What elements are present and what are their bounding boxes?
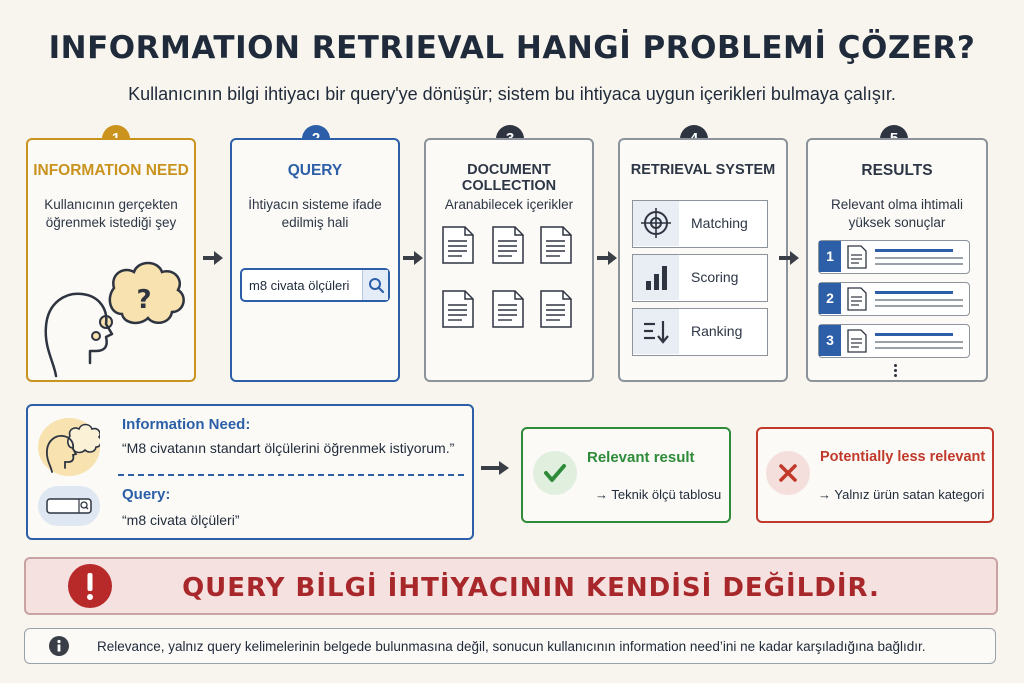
arrow-icon bbox=[779, 251, 799, 265]
warning-text: QUERY BİLGİ İHTİYACININ KENDİSİ DEĞİLDİR… bbox=[182, 573, 880, 603]
document-icon bbox=[847, 245, 867, 269]
step-retrieval-system: RETRIEVAL SYSTEM Matching Scoring Rankin… bbox=[618, 138, 788, 382]
page-subtitle: Kullanıcının bilgi ihtiyacı bir query'ye… bbox=[128, 84, 896, 104]
alert-icon bbox=[68, 564, 112, 608]
sort-icon bbox=[644, 321, 669, 344]
document-icon bbox=[492, 226, 524, 264]
result-item[interactable]: 3 bbox=[818, 324, 970, 358]
check-icon bbox=[533, 451, 577, 495]
result-rank: 1 bbox=[819, 241, 841, 272]
module-ranking: Ranking bbox=[632, 308, 768, 356]
relevant-desc: → Teknik ölçü tablosu bbox=[595, 487, 722, 502]
info-note: Relevance, yalnız query kelimelerinin be… bbox=[24, 628, 996, 664]
step-4-title: RETRIEVAL SYSTEM bbox=[630, 162, 776, 178]
module-scoring: Scoring bbox=[632, 254, 768, 302]
module-matching: Matching bbox=[632, 200, 768, 248]
step-5-desc: Relevant olma ihtimali yüksek sonuçlar bbox=[830, 197, 964, 230]
result-item[interactable]: 1 bbox=[818, 240, 970, 274]
search-icon bbox=[369, 278, 385, 294]
step-document-collection: DOCUMENT COLLECTION Aranabilecek içerikl… bbox=[424, 138, 594, 382]
search-icon bbox=[38, 486, 100, 526]
result-rank: 3 bbox=[819, 325, 841, 356]
query-search-input[interactable]: m8 civata ölçüleri bbox=[249, 278, 350, 293]
step-1-desc: Kullanıcının gerçekten öğrenmek istediği… bbox=[44, 197, 178, 230]
example-query-label: Query: bbox=[122, 486, 171, 503]
document-icon bbox=[847, 329, 867, 353]
warning-banner: QUERY BİLGİ İHTİYACININ KENDİSİ DEĞİLDİR… bbox=[24, 557, 998, 615]
result-title-line bbox=[875, 291, 953, 294]
arrow-icon bbox=[203, 251, 223, 265]
example-need-text: “M8 civatanın standart ölçülerini öğrenm… bbox=[122, 440, 455, 456]
query-search-box[interactable]: m8 civata ölçüleri bbox=[240, 268, 390, 302]
result-snippet-line bbox=[875, 299, 963, 301]
target-icon bbox=[641, 208, 671, 238]
module-scoring-label: Scoring bbox=[691, 269, 739, 285]
result-title-line bbox=[875, 249, 953, 252]
step-2-desc: İhtiyacın sisteme ifade edilmiş hali bbox=[248, 197, 382, 230]
result-snippet-line bbox=[875, 347, 963, 349]
arrow-icon bbox=[481, 461, 509, 475]
document-icon bbox=[442, 290, 474, 328]
svg-text:?: ? bbox=[136, 285, 151, 315]
step-information-need: INFORMATION NEED Kullanıcının gerçekten … bbox=[26, 138, 196, 382]
step-results: RESULTS Relevant olma ihtimali yüksek so… bbox=[806, 138, 988, 382]
info-icon bbox=[49, 636, 69, 656]
less-relevant-desc: → Yalnız ürün satan kategori bbox=[818, 487, 985, 502]
step-2-title: QUERY bbox=[287, 162, 343, 179]
module-matching-label: Matching bbox=[691, 215, 748, 231]
document-icon bbox=[540, 290, 572, 328]
page-title: INFORMATION RETRIEVAL HANGİ PROBLEMİ ÇÖZ… bbox=[48, 30, 976, 66]
result-rank: 2 bbox=[819, 283, 841, 314]
bar-chart-icon bbox=[646, 266, 667, 290]
arrow-icon bbox=[403, 251, 423, 265]
info-note-text: Relevance, yalnız query kelimelerinin be… bbox=[97, 639, 926, 654]
result-item[interactable]: 2 bbox=[818, 282, 970, 316]
more-dots-icon bbox=[894, 364, 898, 377]
document-icon bbox=[847, 287, 867, 311]
example-box: Information Need: “M8 civatanın standart… bbox=[26, 404, 474, 540]
thinking-head-icon bbox=[38, 418, 102, 476]
step-5-title: RESULTS bbox=[861, 162, 933, 179]
step-3-title: DOCUMENT COLLECTION bbox=[461, 162, 557, 194]
result-snippet-line bbox=[875, 257, 963, 259]
relevant-label: Relevant result bbox=[587, 449, 695, 466]
search-button[interactable] bbox=[362, 270, 388, 300]
less-relevant-label: Potentially less relevant bbox=[820, 449, 986, 465]
result-snippet-line bbox=[875, 341, 963, 343]
less-relevant-box: Potentially less relevant → Yalnız ürün … bbox=[756, 427, 994, 523]
module-ranking-label: Ranking bbox=[691, 323, 743, 339]
result-snippet-line bbox=[875, 263, 963, 265]
example-query-text: “m8 civata ölçüleri” bbox=[122, 512, 240, 528]
step-query: QUERY İhtiyacın sisteme ifade edilmiş ha… bbox=[230, 138, 400, 382]
document-icon bbox=[540, 226, 572, 264]
divider bbox=[118, 474, 464, 476]
result-title-line bbox=[875, 333, 953, 336]
document-icon bbox=[492, 290, 524, 328]
relevant-result-box: Relevant result → Teknik ölçü tablosu bbox=[521, 427, 731, 523]
close-icon bbox=[766, 451, 810, 495]
step-1-title: INFORMATION NEED bbox=[33, 162, 189, 179]
step-3-desc: Aranabilecek içerikler bbox=[444, 197, 574, 212]
document-icon bbox=[442, 226, 474, 264]
arrow-icon bbox=[597, 251, 617, 265]
example-need-label: Information Need: bbox=[122, 416, 251, 433]
thinking-head-icon: ? bbox=[44, 261, 185, 378]
result-snippet-line bbox=[875, 305, 963, 307]
